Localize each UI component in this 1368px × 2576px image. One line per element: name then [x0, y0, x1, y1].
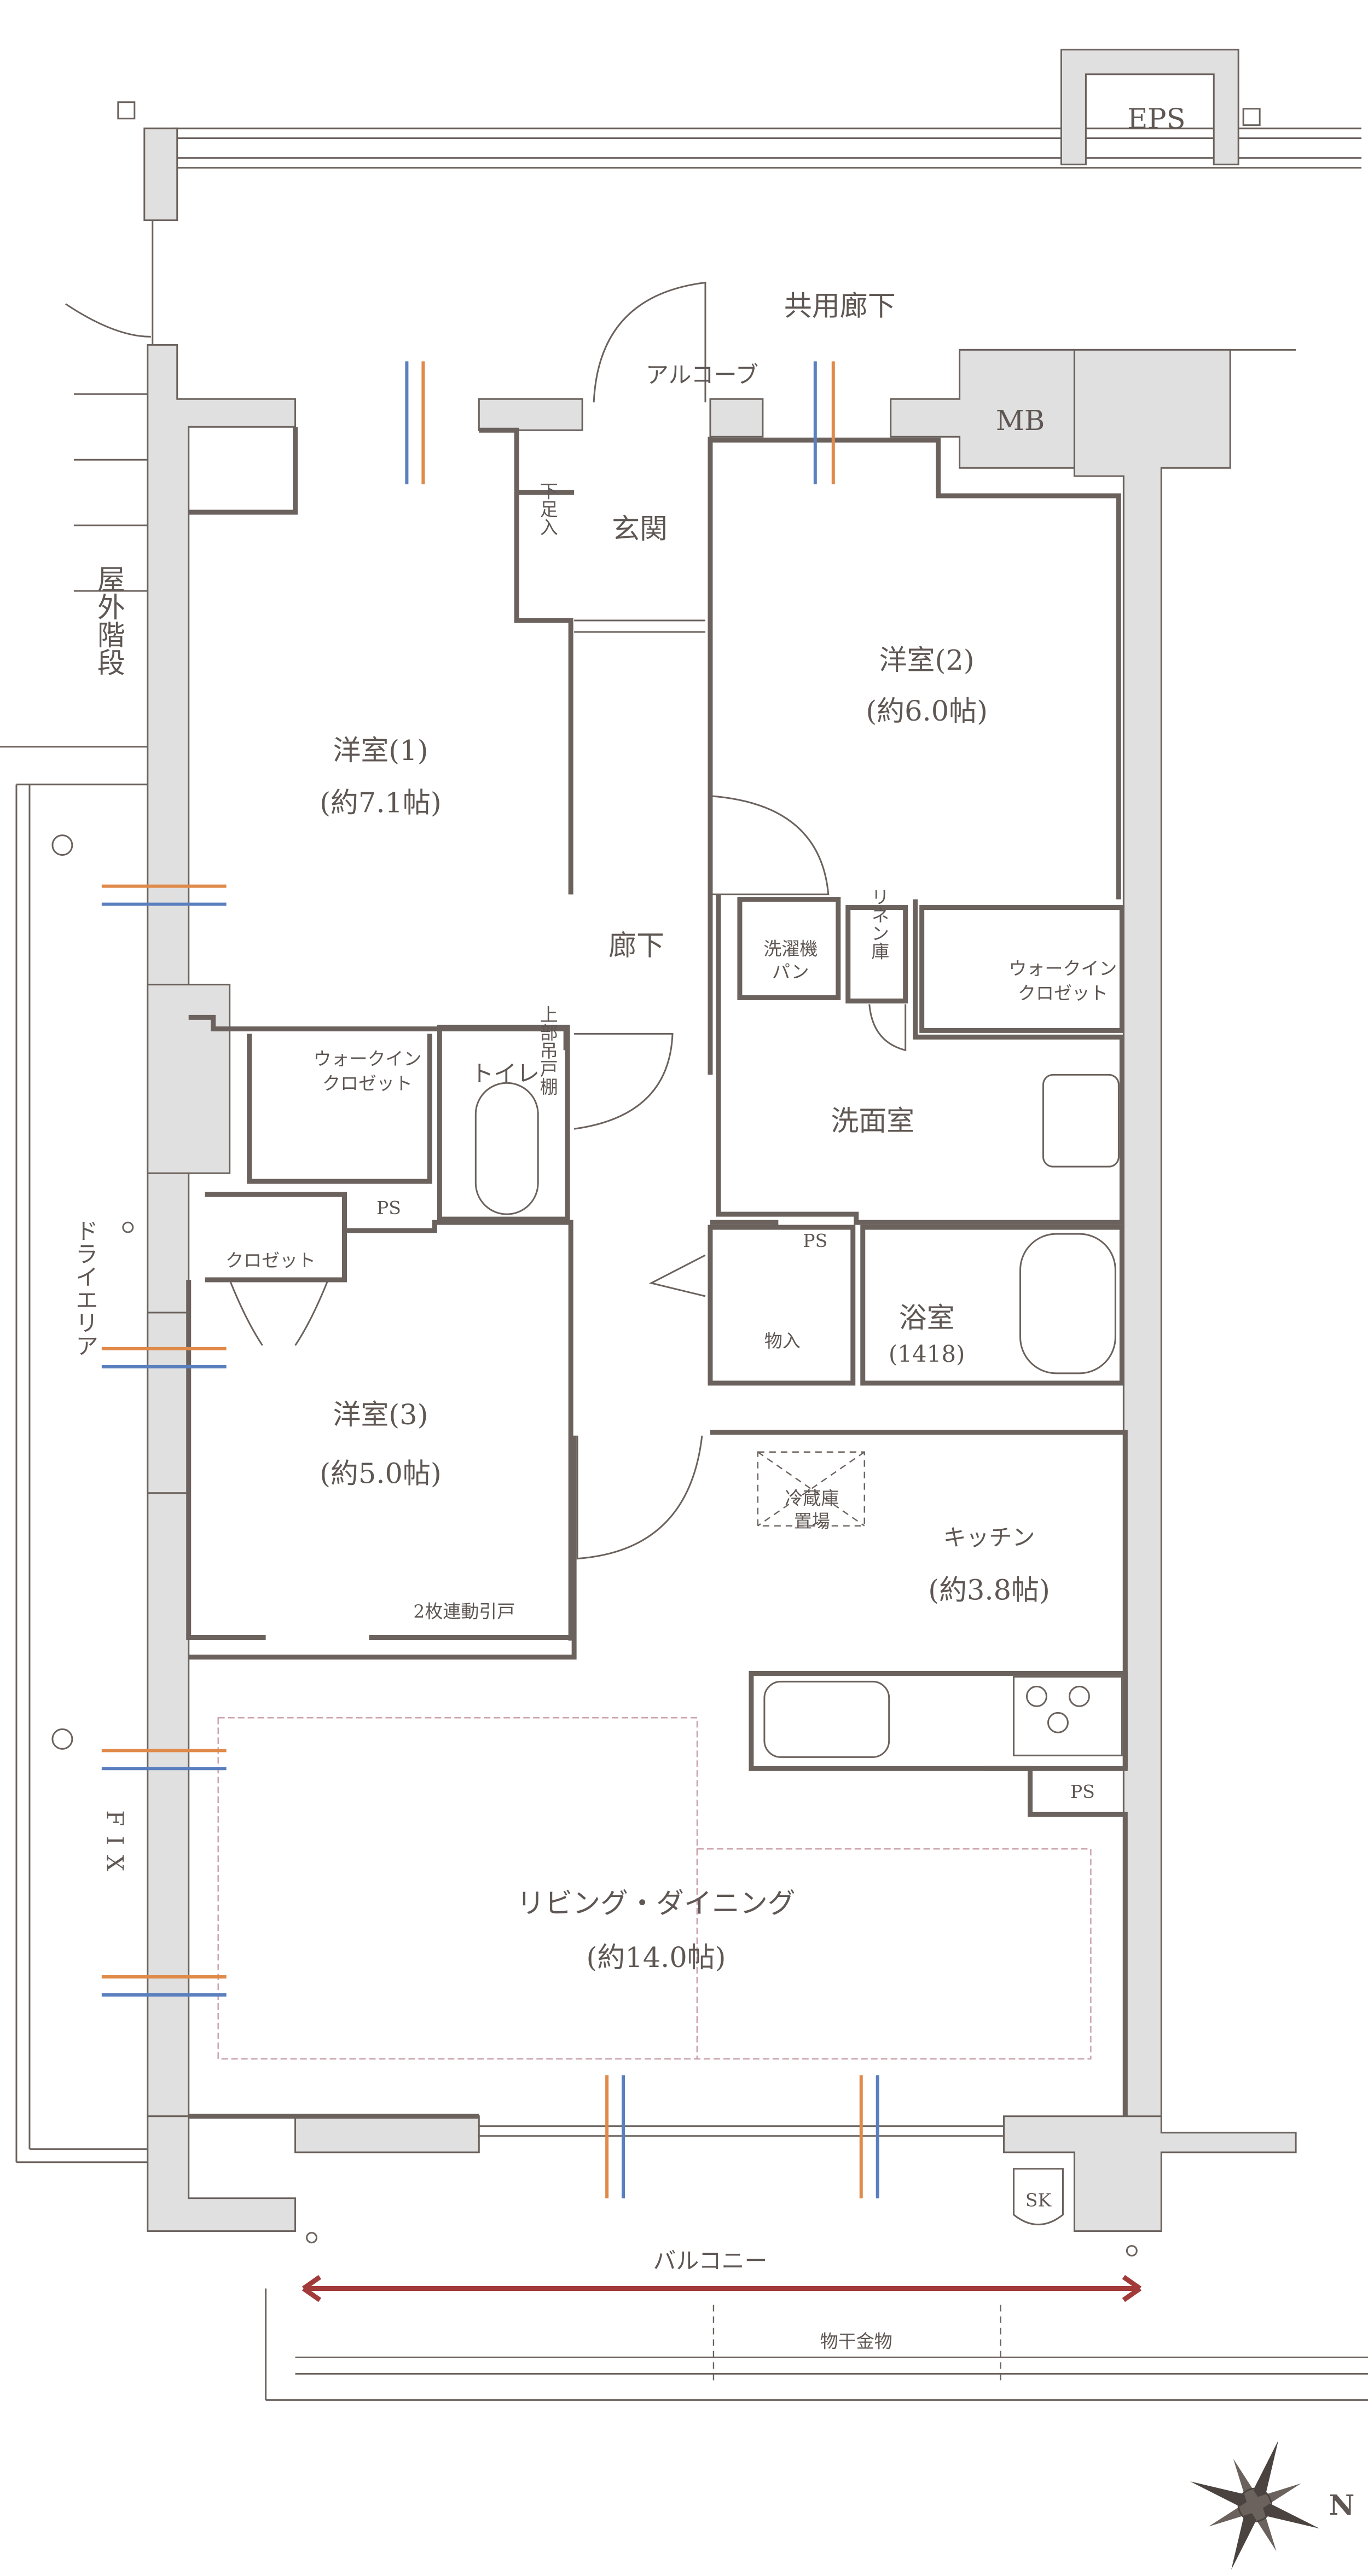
- label-room2-size: (約6.0帖): [866, 695, 988, 728]
- label-room2: 洋室(2): [879, 645, 975, 677]
- label-storage: 物入: [764, 1330, 801, 1351]
- label-kitchen-size: (約3.8帖): [928, 1575, 1050, 1607]
- north-label: N: [1329, 2489, 1355, 2522]
- label-room3-size: (約5.0帖): [320, 1458, 442, 1490]
- balcony-structure: [265, 2275, 1368, 2401]
- label-upper-cabinet: 上部吊戸棚: [537, 1005, 559, 1095]
- label-hallway: 廊下: [608, 930, 664, 962]
- label-common-corridor: 共用廊下: [784, 290, 896, 322]
- label-fridge: 冷蔵庫: [785, 1488, 839, 1509]
- label-outdoor-stairs: 屋外階段: [92, 565, 124, 676]
- label-wic-left-2: クロゼット: [322, 1072, 413, 1094]
- label-toilet: トイレ: [471, 1060, 540, 1087]
- label-wic-right: ウォークイン: [1009, 958, 1117, 979]
- label-washer-pan-2: パン: [772, 961, 809, 982]
- common-corridor-structure: [0, 49, 1362, 748]
- fixtures: [51, 281, 1138, 2257]
- label-sliding-door: 2枚連動引戸: [413, 1601, 515, 1622]
- label-living: リビング・ダイニング: [517, 1888, 795, 1920]
- label-washroom: 洗面室: [831, 1105, 914, 1138]
- label-room3: 洋室(3): [333, 1399, 428, 1431]
- label-mb: MB: [996, 405, 1045, 437]
- label-linen: リネン庫: [868, 888, 890, 960]
- ventilation-markers: [101, 361, 879, 2198]
- label-bath: 浴室: [899, 1302, 955, 1335]
- label-ps1: PS: [376, 1197, 401, 1219]
- label-closet: クロゼット: [225, 1250, 316, 1271]
- interior-walls: [186, 427, 1128, 2137]
- label-sk: SK: [1025, 2190, 1052, 2211]
- label-entrance: 玄関: [612, 513, 668, 546]
- label-shoe-storage: 下足入: [537, 482, 559, 536]
- label-eps: EPS: [1127, 103, 1185, 136]
- label-kitchen: キッチン: [943, 1524, 1035, 1551]
- label-wic-left: ウォークイン: [314, 1048, 422, 1069]
- north-compass-icon: [1190, 2440, 1320, 2570]
- label-living-size: (約14.0帖): [587, 1942, 726, 1974]
- label-room1-size: (約7.1帖): [320, 787, 442, 820]
- label-wic-right-2: クロゼット: [1018, 982, 1108, 1003]
- label-washer-pan: 洗濯機: [763, 938, 818, 959]
- label-ps2: PS: [803, 1230, 827, 1251]
- label-alcove: アルコーブ: [646, 361, 758, 388]
- label-ps3: PS: [1070, 1781, 1095, 1802]
- label-fridge-2: 置場: [794, 1511, 830, 1532]
- label-balcony: バルコニー: [653, 2248, 767, 2275]
- label-fix: FIX: [101, 1810, 128, 1881]
- label-dry-area: ドライエリア: [72, 1219, 98, 1357]
- label-bath-size: (1418): [889, 1341, 965, 1367]
- label-drying-rack: 物干金物: [820, 2330, 892, 2352]
- label-room1: 洋室(1): [333, 735, 428, 767]
